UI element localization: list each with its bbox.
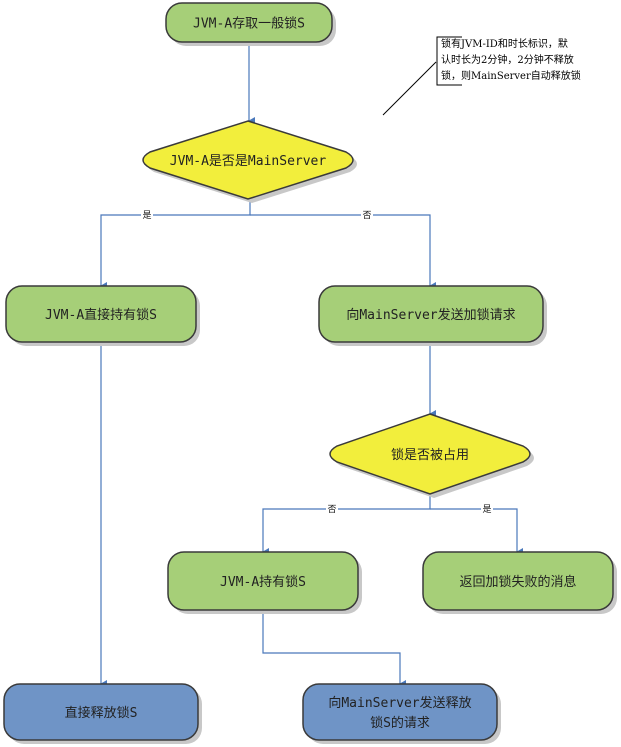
node-release-direct: 直接释放锁S (3, 683, 202, 744)
node-label: JVM-A持有锁S (220, 574, 306, 590)
edge-label: 否 (362, 210, 371, 221)
end-box (302, 683, 498, 741)
node-label: JVM-A存取一般锁S (193, 16, 305, 32)
note-bracket (436, 36, 462, 86)
edge-label-bg (141, 209, 153, 221)
process-box (422, 551, 614, 611)
node-hold: JVM-A持有锁S (167, 551, 362, 614)
node-label: 返回加锁失败的消息 (459, 574, 576, 590)
edge-label: 否 (327, 504, 336, 515)
node-is-main: JVM-A是否是MainServer (142, 120, 357, 203)
connector-line (262, 610, 406, 688)
connector-line (262, 494, 431, 556)
node-label: JVM-A直接持有锁S (45, 307, 157, 323)
edge-is-occupied-to-hold: 否 (262, 494, 431, 556)
node-label: 向MainServer发送加锁请求 (346, 307, 515, 323)
node-label: 向MainServer发送释放 (328, 695, 471, 711)
process-box (167, 551, 359, 611)
annotation-note: 锁有JVM-ID和时长标识，默认时长为2分钟，2分钟不释放锁，则MainServ… (382, 36, 581, 116)
note-line: 认时长为2分钟，2分钟不释放 (441, 53, 574, 66)
edge-label: 是 (142, 210, 151, 221)
node-label: JVM-A是否是MainServer (170, 154, 327, 169)
node-label: 锁是否被占用 (391, 447, 469, 463)
edge-label-bg (326, 503, 338, 515)
node-hold-direct: JVM-A直接持有锁S (5, 285, 200, 346)
edge-hold-to-send-release-req (262, 610, 406, 688)
note-leader-line (382, 61, 437, 116)
node-send-lock-req: 向MainServer发送加锁请求 (318, 285, 547, 346)
edge-is-occupied-to-return-fail: 是 (430, 503, 523, 556)
note-line: 锁有JVM-ID和时长标识，默 (441, 37, 568, 50)
note-line: 锁，则MainServer自动释放锁 (441, 69, 581, 82)
node-return-fail: 返回加锁失败的消息 (422, 551, 617, 614)
connector-line (250, 214, 436, 290)
connector-line (100, 199, 251, 290)
process-box (165, 2, 333, 43)
edge-label-bg (481, 503, 493, 515)
process-box (318, 285, 544, 343)
end-box (3, 683, 199, 741)
node-start: JVM-A存取一般锁S (165, 2, 336, 46)
node-label: 直接释放锁S (65, 705, 138, 721)
node-is-occupied: 锁是否被占用 (329, 413, 534, 498)
node-label: 锁S的请求 (370, 715, 430, 731)
edge-label-bg (361, 209, 373, 221)
connector-line (430, 508, 523, 556)
edge-label: 是 (482, 504, 491, 515)
edge-is-main-to-hold-direct: 是 (100, 199, 251, 290)
edge-is-main-to-send-lock-req: 否 (250, 209, 436, 290)
process-box (5, 285, 197, 343)
decision-diamond (329, 413, 531, 495)
decision-diamond (142, 120, 354, 200)
